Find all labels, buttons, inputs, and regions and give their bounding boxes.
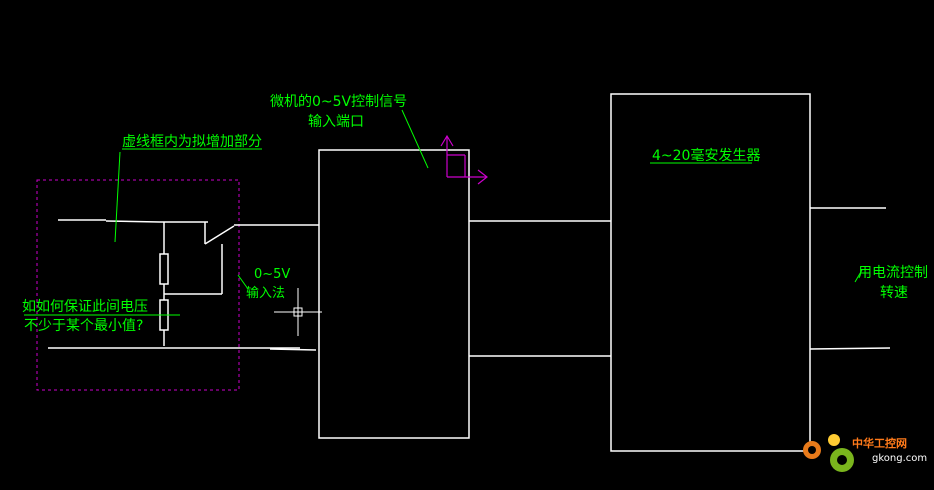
- current-generator-block: [610, 93, 811, 452]
- watermark-cn: 中华工控网: [852, 436, 907, 450]
- question-label-line2: 不少于某个最小值?: [24, 318, 143, 334]
- input-circuit: [48, 219, 319, 351]
- generator-label: 4~20毫安发生器: [652, 147, 760, 164]
- control-label-line2: 转速: [880, 285, 908, 301]
- control-label-line1: 用电流控制: [858, 265, 928, 281]
- mcu-block: [318, 149, 470, 439]
- input-range-label: 0~5V: [254, 267, 290, 282]
- gear-logo-icon: [803, 434, 854, 472]
- watermark: 中华工控网 gkong.com: [803, 434, 927, 472]
- question-label-line1: 如如何保证此间电压: [22, 299, 148, 315]
- ucs-icon: [440, 134, 488, 185]
- dashed-proposed-area: [36, 179, 240, 391]
- mcu-signal-label-line2: 输入端口: [308, 114, 364, 130]
- leader-dashed-note: [114, 151, 121, 243]
- leader-control: [854, 269, 863, 283]
- input-method-label: 输入法: [246, 285, 285, 301]
- mcu-signal-label-line1: 微机的0~5V控制信号: [270, 94, 407, 110]
- crosshair-cursor-icon[interactable]: [274, 288, 322, 336]
- leader-input: [237, 274, 249, 290]
- output-wire-bottom: [809, 347, 891, 350]
- leader-mcu-signal: [401, 109, 429, 169]
- dashed-note-label: 虚线框内为拟增加部分: [122, 134, 262, 150]
- switch-symbol: [204, 225, 235, 245]
- watermark-en: gkong.com: [872, 453, 927, 464]
